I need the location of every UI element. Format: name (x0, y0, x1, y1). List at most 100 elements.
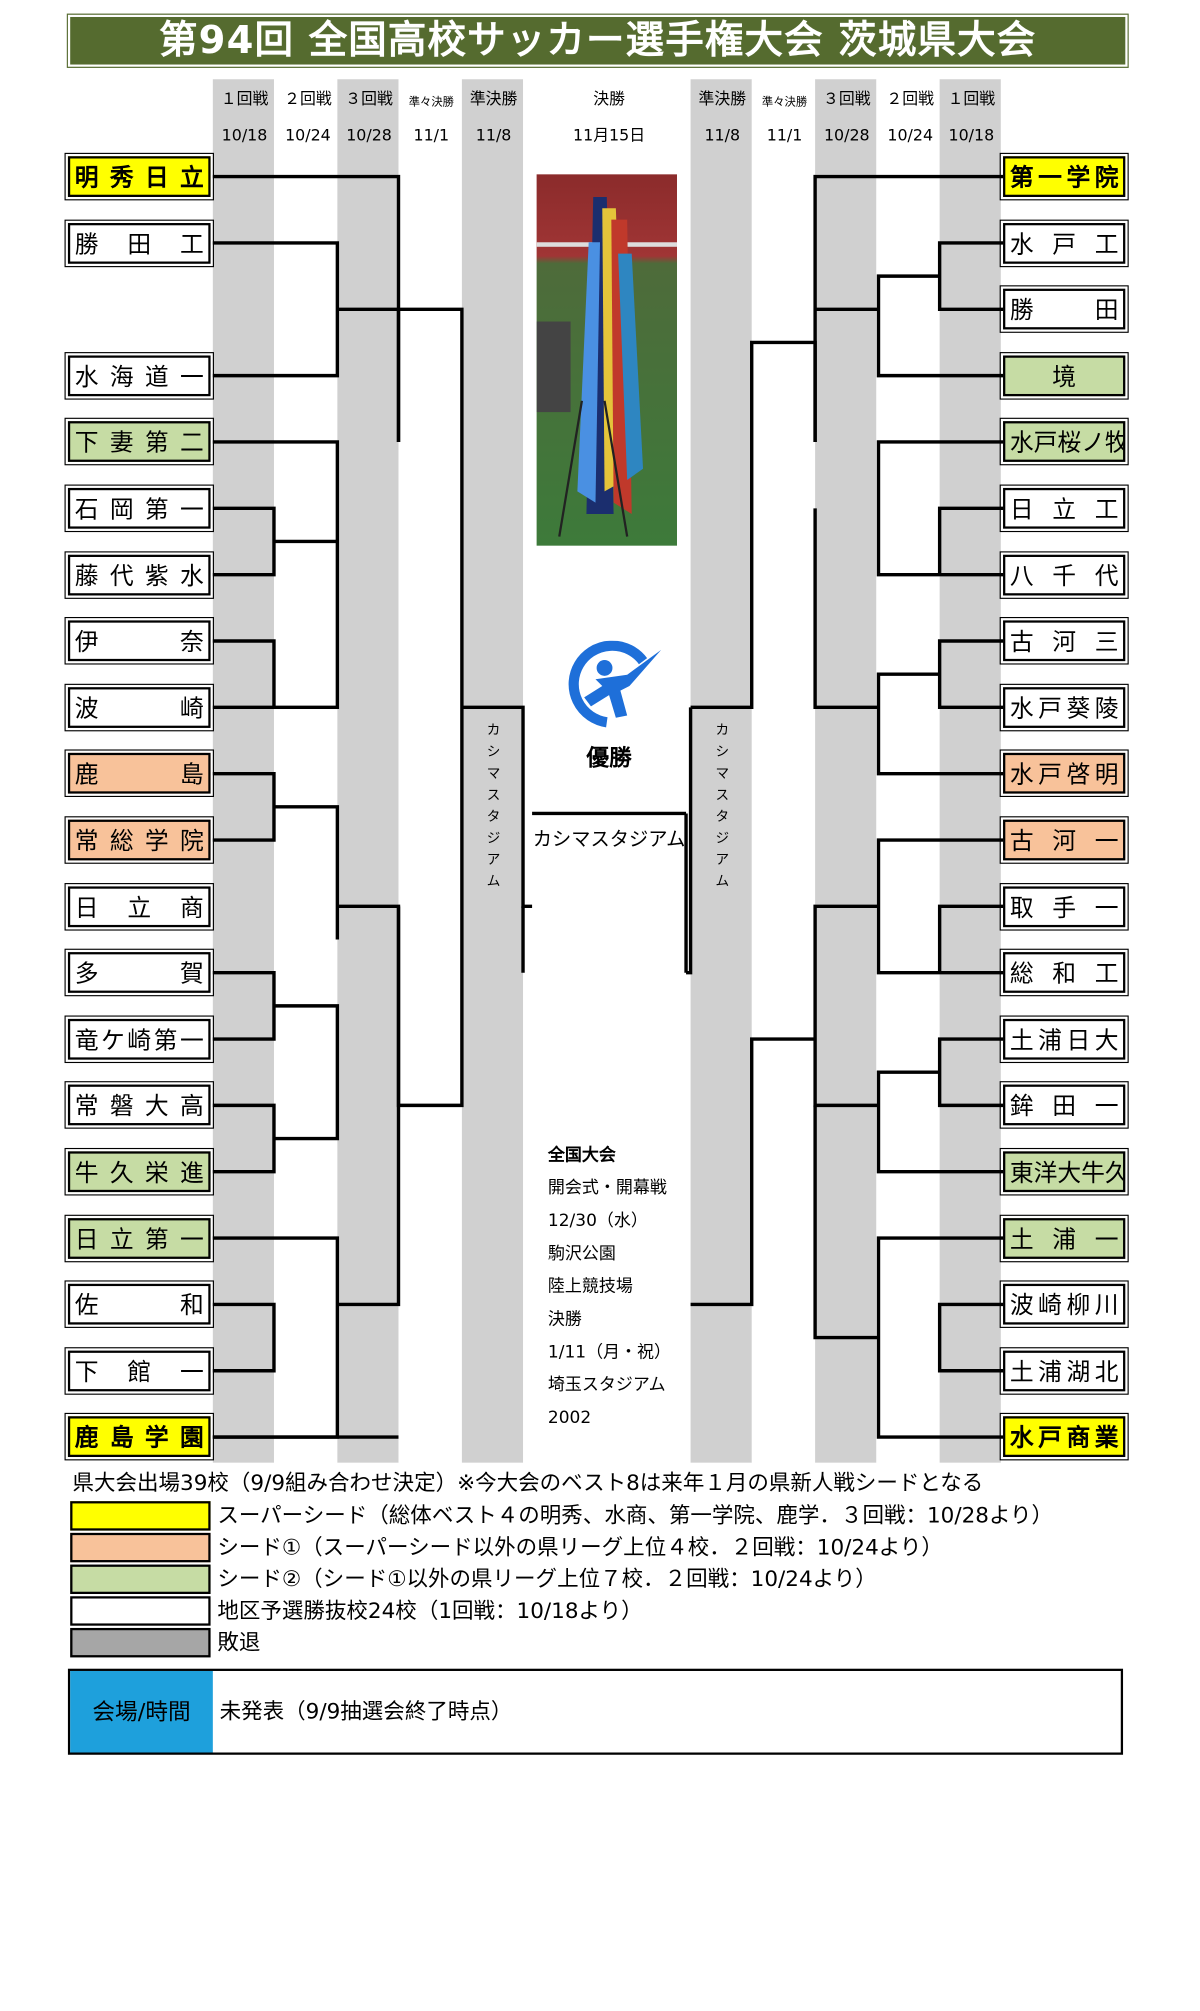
round-column-1-left (212, 79, 274, 1463)
team-name-char: 日 (144, 164, 169, 192)
team-name-char: 明 (74, 164, 99, 192)
team-name-char: 古 (1009, 827, 1034, 855)
round-column-sf-left (461, 79, 524, 1463)
team-name-char: 土 (1009, 1225, 1034, 1253)
footer-note: 県大会出場39校（9/9組み合わせ決定）※今大会のベスト8は来年１月の県新人戦シ… (72, 1470, 984, 1496)
team-box: 水戸葵陵 (999, 683, 1129, 732)
team-box: 藤代紫水 (64, 550, 214, 599)
team-name-char: 日 (74, 893, 99, 922)
bracket-line (876, 274, 1004, 378)
team-name-char: 戸 (1033, 429, 1058, 457)
round-column-sf-right (690, 79, 752, 1463)
team-name-char: 院 (180, 827, 204, 855)
team-name-char: 大 (144, 1092, 169, 1121)
team-name-char: 陵 (1094, 694, 1119, 723)
bracket-line (937, 1037, 1004, 1108)
bracket-line (337, 904, 401, 1307)
team-box: 水戸桜ノ牧 (999, 418, 1129, 466)
bracket-line (212, 241, 340, 378)
venue-box-label: 会場/時間 (70, 1670, 213, 1753)
team-box: 下妻第二 (64, 418, 214, 466)
team-name-char: 戸 (1038, 761, 1062, 789)
team-name-char: 第 (144, 495, 169, 524)
team-name-char: 境 (1052, 363, 1077, 391)
team-name-char: 田 (1094, 296, 1119, 324)
team-box: 水戸啓明 (999, 749, 1129, 798)
team-box: 鉾田一 (999, 1081, 1129, 1130)
team-name-char: 常 (74, 1092, 99, 1121)
team-name-char: 一 (1094, 1225, 1119, 1253)
round-2-left-date: 10/24 (285, 126, 331, 145)
team-box: 土浦日大 (999, 1015, 1129, 1063)
team-name-char: 崎 (1038, 1291, 1062, 1320)
team-box: 日立第一 (64, 1214, 214, 1262)
team-name-char: 一 (180, 1358, 204, 1386)
team-name-char: 水 (1009, 761, 1034, 789)
legend-text: スーパーシード（総体ベスト４の明秀、水商、第一学院、鹿学．３回戦：10/28より… (217, 1503, 1054, 1529)
team-name-char: 賀 (180, 960, 204, 988)
team-box: 鹿島学園 (64, 1413, 214, 1461)
team-name-char: 柳 (1066, 1291, 1091, 1320)
team-name-char: 一 (1094, 1092, 1119, 1121)
team-name-char: 日 (74, 1225, 99, 1253)
team-name-char: 三 (1094, 628, 1119, 656)
team-name-char: 桜 (1057, 429, 1082, 457)
team-name-char: 進 (180, 1159, 204, 1187)
team-name-char: 工 (1094, 495, 1119, 524)
team-name-char: 一 (1094, 827, 1119, 855)
team-name-char: 牧 (1105, 425, 1123, 459)
bracket-line (937, 1302, 1004, 1373)
team-box: 石岡第一 (64, 484, 214, 533)
team-box: 取手一 (999, 882, 1129, 931)
team-name-char: 久 (109, 1159, 134, 1187)
bracket-line (396, 307, 464, 1108)
team-name-char: 日 (1066, 1026, 1091, 1054)
legend-swatch (70, 1564, 211, 1594)
bracket-line (273, 805, 340, 940)
round-1-left-name: １回戦 (220, 90, 269, 109)
team-name-char: 紫 (144, 562, 169, 590)
team-name-char: 鹿 (74, 1424, 99, 1452)
winner-label: 優勝 (586, 743, 632, 771)
team-name-char: 第 (1009, 164, 1034, 192)
team-name-char: 学 (144, 1424, 169, 1452)
bracket-line (690, 340, 817, 710)
team-name-char: 戸 (1038, 1424, 1062, 1452)
team-name-char: 多 (74, 960, 99, 988)
team-name-char: 大 (1094, 1026, 1119, 1054)
team-name-char: 院 (1094, 164, 1119, 192)
team-name-char: 湖 (1066, 1358, 1091, 1386)
team-box: 鹿島 (64, 749, 214, 798)
team-box: 伊奈 (64, 617, 214, 665)
team-name-char: 葵 (1066, 694, 1091, 723)
team-box: 土浦湖北 (999, 1346, 1129, 1395)
team-name-char: 東 (1009, 1159, 1034, 1187)
team-box: 佐和 (64, 1280, 214, 1329)
team-name-char: 商 (180, 893, 204, 922)
team-name-char: 一 (1094, 893, 1119, 922)
team-name-char: 河 (1052, 628, 1077, 656)
team-name-char: 浦 (1038, 1026, 1062, 1054)
team-name-char: 牛 (74, 1159, 99, 1187)
final-venue: カシマスタジアム (532, 828, 686, 852)
team-name-char: 一 (180, 1225, 204, 1253)
round-2-right-date: 10/24 (887, 126, 934, 145)
team-box: 牛久栄進 (64, 1147, 214, 1196)
team-box: 古河一 (999, 816, 1129, 864)
team-name-char: 秀 (109, 164, 134, 192)
team-name-char: 手 (1052, 893, 1077, 922)
team-name-char: 磐 (109, 1092, 134, 1121)
team-name-char: 久 (1105, 1155, 1123, 1189)
team-box: 水戸工 (999, 219, 1129, 267)
bracket-line (813, 508, 879, 710)
team-name-char: 立 (127, 893, 152, 922)
team-name-char: 田 (1052, 1092, 1077, 1121)
team-name-char: 和 (180, 1291, 204, 1320)
team-name-char: 海 (109, 363, 134, 391)
team-box: 古河三 (999, 617, 1129, 665)
team-name-char: 第 (153, 1026, 178, 1054)
team-name-char: 道 (144, 363, 169, 391)
team-name-char: 館 (127, 1358, 152, 1386)
team-name-char: 園 (180, 1424, 204, 1452)
team-name-char: 水 (1009, 694, 1034, 723)
